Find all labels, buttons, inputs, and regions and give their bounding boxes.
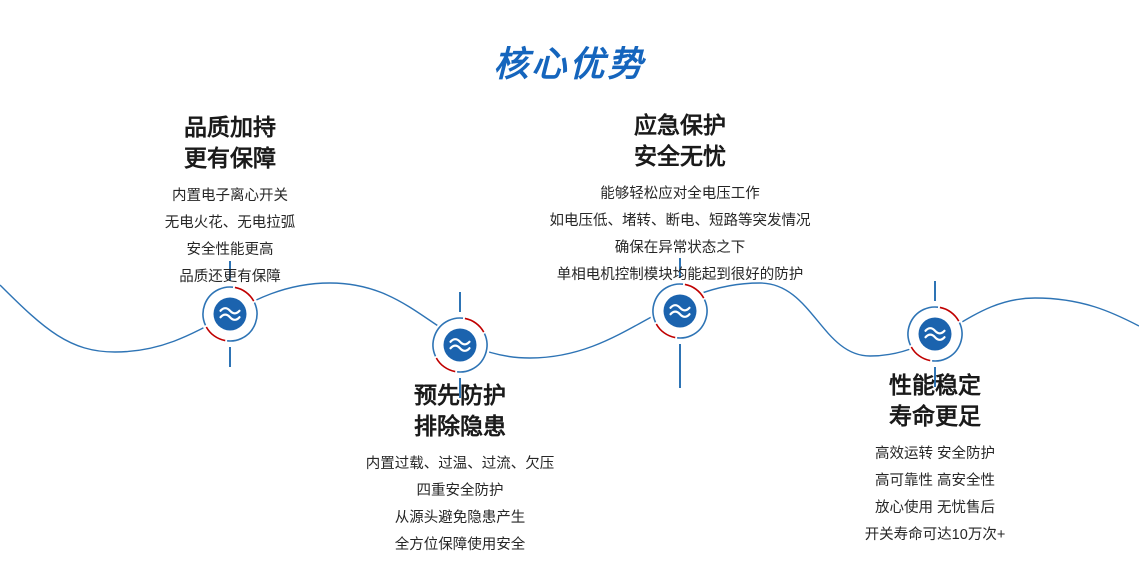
feature-body-line: 无电火花、无电拉弧 xyxy=(164,215,296,231)
feature-heading-line: 更有保障 xyxy=(184,145,276,171)
feature-heading: 性能稳定 寿命更足 xyxy=(745,370,1125,432)
motor-switch-icon xyxy=(429,314,491,376)
feature-body: 内置电子离心开关 无电火花、无电拉弧 安全性能更高 品质还更有保障 xyxy=(40,183,420,291)
feature-node-quality xyxy=(199,261,261,367)
feature-quality: 品质加持 更有保障 内置电子离心开关 无电火花、无电拉弧 安全性能更高 品质还更… xyxy=(40,112,420,291)
feature-body: 高效运转 安全防护 高可靠性 高安全性 放心使用 无忧售后 开关寿命可达10万次… xyxy=(745,441,1125,549)
feature-heading-line: 寿命更足 xyxy=(889,403,981,429)
feature-body-line: 内置过载、过温、过流、欠压 xyxy=(365,456,555,472)
feature-body-line: 放心使用 无忧售后 xyxy=(874,500,996,516)
feature-body: 内置过载、过温、过流、欠压 四重安全防护 从源头避免隐患产生 全方位保障使用安全 xyxy=(270,451,650,559)
feature-body-line: 高可靠性 高安全性 xyxy=(874,473,996,489)
feature-body-line: 确保在异常状态之下 xyxy=(614,240,746,256)
page-title: 核心优势 xyxy=(493,45,646,84)
feature-node-emergency xyxy=(649,258,711,388)
node-connector-line xyxy=(679,258,681,278)
motor-switch-icon xyxy=(904,303,966,365)
feature-node-stability xyxy=(904,281,966,387)
feature-node-prevention xyxy=(429,292,491,398)
feature-body-line: 安全性能更高 xyxy=(186,242,274,258)
feature-body: 能够轻松应对全电压工作 如电压低、堵转、断电、短路等突发情况 确保在异常状态之下… xyxy=(490,181,870,289)
feature-body-line: 单相电机控制模块均能起到很好的防护 xyxy=(556,267,804,283)
node-connector-line xyxy=(459,378,461,398)
feature-body-line: 开关寿命可达10万次+ xyxy=(864,527,1006,543)
motor-switch-icon xyxy=(649,280,711,342)
feature-body-line: 全方位保障使用安全 xyxy=(394,537,526,553)
node-connector-line xyxy=(459,292,461,312)
feature-heading-line: 性能稳定 xyxy=(889,372,981,398)
feature-heading-line: 预先防护 xyxy=(414,382,506,408)
node-connector-line xyxy=(229,347,231,367)
node-connector-line xyxy=(934,367,936,387)
feature-body-line: 内置电子离心开关 xyxy=(172,188,288,204)
feature-heading: 品质加持 更有保障 xyxy=(40,112,420,174)
feature-body-line: 如电压低、堵转、断电、短路等突发情况 xyxy=(549,213,811,229)
feature-heading-line: 排除隐患 xyxy=(414,413,506,439)
feature-body-line: 能够轻松应对全电压工作 xyxy=(600,186,760,202)
node-connector-line xyxy=(679,344,681,388)
feature-body-line: 高效运转 安全防护 xyxy=(874,446,996,462)
feature-emergency: 应急保护 安全无忧 能够轻松应对全电压工作 如电压低、堵转、断电、短路等突发情况… xyxy=(490,110,870,289)
node-connector-line xyxy=(934,281,936,301)
feature-heading: 预先防护 排除隐患 xyxy=(270,380,650,442)
feature-heading: 应急保护 安全无忧 xyxy=(490,110,870,172)
feature-body-line: 品质还更有保障 xyxy=(179,269,281,285)
feature-heading-line: 安全无忧 xyxy=(634,143,726,169)
feature-body-line: 四重安全防护 xyxy=(416,483,504,499)
node-connector-line xyxy=(229,261,231,281)
feature-stability: 性能稳定 寿命更足 高效运转 安全防护 高可靠性 高安全性 放心使用 无忧售后 … xyxy=(745,370,1125,549)
feature-heading-line: 应急保护 xyxy=(634,112,726,138)
motor-switch-icon xyxy=(199,283,261,345)
feature-prevention: 预先防护 排除隐患 内置过载、过温、过流、欠压 四重安全防护 从源头避免隐患产生… xyxy=(270,380,650,559)
feature-heading-line: 品质加持 xyxy=(184,114,276,140)
feature-body-line: 从源头避免隐患产生 xyxy=(394,510,526,526)
